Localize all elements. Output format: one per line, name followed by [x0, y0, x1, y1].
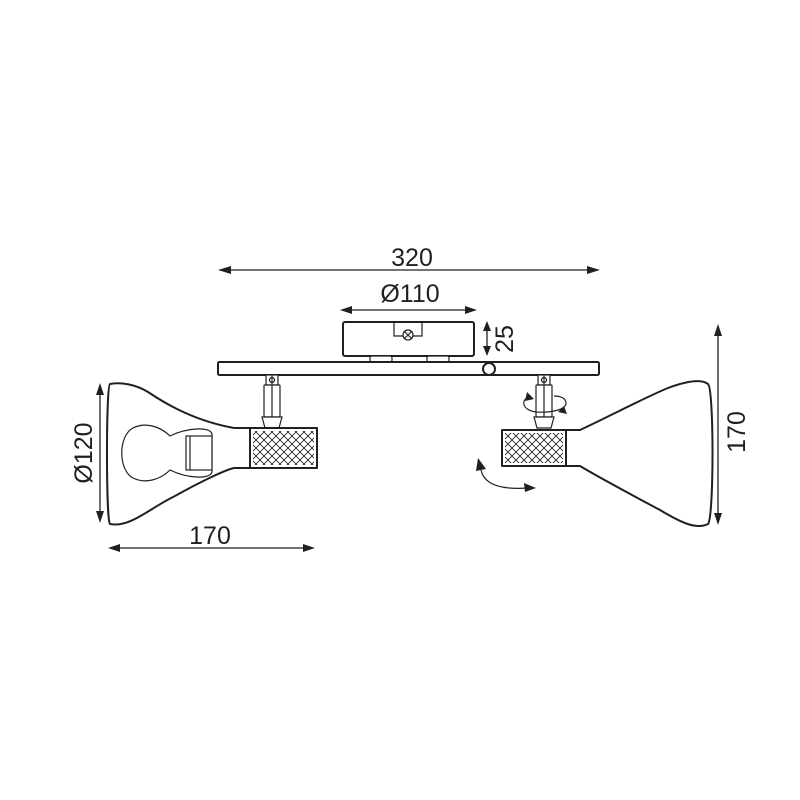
swivel-base: [261, 416, 283, 429]
swivel-pin: [268, 376, 276, 384]
arrow-head: [218, 266, 231, 274]
label-total-width: 320: [391, 244, 433, 272]
arrow-head: [465, 306, 477, 314]
left-spotlight: [106, 374, 318, 526]
label-shade-diameter: Ø120: [70, 422, 98, 483]
dimension-shade-length: 170: [108, 522, 315, 552]
arrow-head: [525, 392, 534, 401]
label-shade-length: 170: [189, 522, 231, 550]
arrow-head: [524, 483, 536, 492]
dimension-canopy-height: 25: [483, 321, 519, 356]
arrow-head: [483, 321, 491, 331]
right-spotlight: [476, 374, 714, 528]
bar-body: [217, 361, 600, 376]
mesh-holder: [249, 427, 318, 469]
arrow-head: [108, 544, 120, 552]
mesh-pattern: [505, 433, 563, 463]
swivel-base: [533, 416, 555, 429]
arrow-head: [96, 511, 104, 523]
swivel-pin: [540, 376, 548, 384]
mesh-holder: [501, 429, 567, 467]
mounting-bar: [217, 361, 600, 376]
tilt-arrow-icon: [480, 469, 529, 489]
dimension-shade-diameter: Ø120: [70, 383, 104, 523]
cone-shade: [106, 382, 251, 526]
canopy-body: [342, 321, 475, 357]
mesh-pattern: [253, 431, 314, 465]
bulb-icon: [121, 424, 213, 482]
dimension-height: 170: [714, 324, 751, 525]
arrow-head: [714, 513, 722, 525]
cone-shade: [565, 380, 714, 528]
arrow-head: [476, 458, 486, 471]
arrow-head: [714, 324, 722, 336]
arrow-head: [303, 544, 315, 552]
label-height: 170: [723, 411, 751, 453]
arrow-head: [96, 383, 104, 395]
screw-slot: [403, 330, 413, 340]
arrow-head: [558, 406, 567, 414]
ceiling-canopy: [342, 321, 475, 363]
arrow-head: [340, 306, 352, 314]
arrow-head: [483, 346, 491, 356]
dimension-total-width: 320: [218, 244, 600, 274]
label-canopy-height: 25: [491, 325, 519, 353]
label-canopy-diameter: Ø110: [380, 280, 439, 308]
dimension-canopy-diameter: Ø110: [340, 280, 477, 314]
arrow-head: [587, 266, 600, 274]
bar-knob: [482, 362, 496, 376]
rotate-horizontal-icon: [523, 395, 567, 413]
